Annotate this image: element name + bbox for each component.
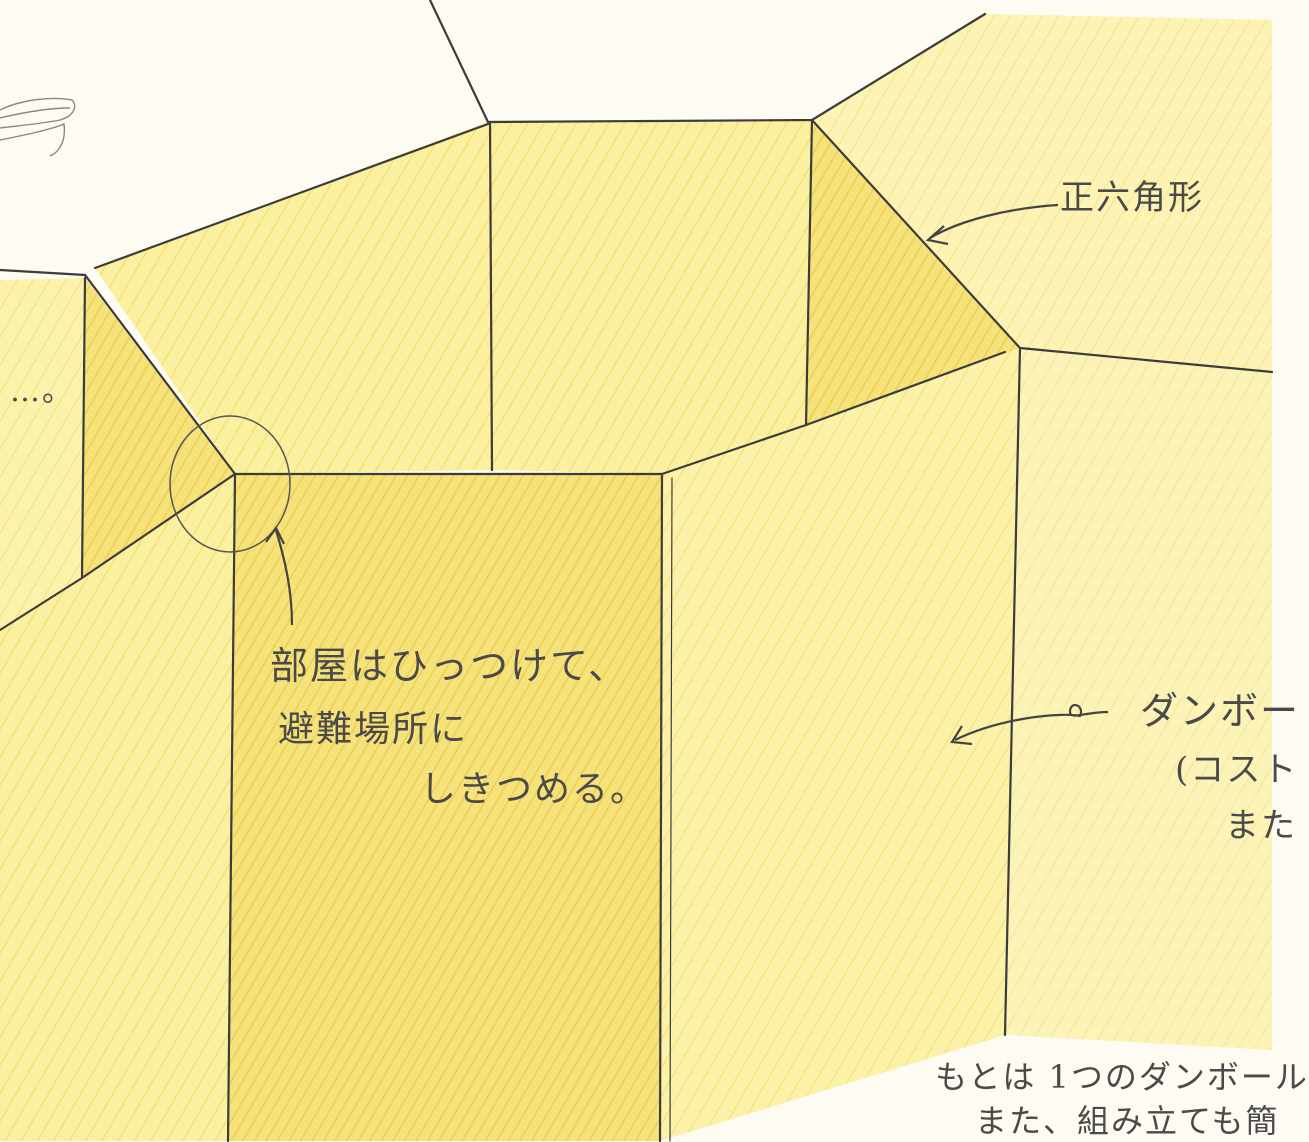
bottom-note-line1: もとは 1つのダンボール bbox=[935, 1058, 1309, 1096]
front-left-panel bbox=[0, 474, 235, 1141]
right-outer-panel bbox=[1005, 348, 1272, 1050]
left-note-fragment: …。 bbox=[10, 374, 74, 409]
cardboard-arrowhead bbox=[950, 725, 973, 746]
left-outer-panel bbox=[0, 278, 85, 630]
joint-arrow bbox=[274, 529, 294, 626]
cardboard-note-line3: また bbox=[1225, 806, 1297, 846]
joint-circle bbox=[169, 415, 291, 553]
cardboard-note-line1: ダンボー bbox=[1140, 689, 1301, 733]
left-inner-wall bbox=[82, 278, 235, 578]
hexagon-rooms-sketch bbox=[0, 0, 1274, 1142]
pencil-outlines bbox=[0, 0, 1274, 1142]
back-wall-left bbox=[95, 122, 490, 474]
room-note-line2: 避難場所に bbox=[278, 709, 469, 750]
scribble-object bbox=[0, 97, 76, 157]
cardboard-note-line2: (コスト bbox=[1175, 750, 1299, 790]
bottom-note-line2: また、組み立ても簡 bbox=[975, 1102, 1280, 1140]
joint-arrowhead bbox=[265, 525, 285, 545]
back-wall-center bbox=[488, 120, 812, 474]
front-center-panel bbox=[228, 474, 662, 1141]
hexagon-label: 正六角形 bbox=[1060, 178, 1204, 218]
hexagon-arrowhead bbox=[925, 225, 949, 246]
upper-right-panel bbox=[812, 14, 1272, 372]
front-right-panel bbox=[660, 348, 1020, 1141]
room-note-line1: 部屋はひっつけて、 bbox=[270, 644, 629, 688]
room-note-line3: しきつめる。 bbox=[420, 769, 649, 810]
cardboard-arrow bbox=[954, 703, 1109, 741]
back-wall-right bbox=[806, 120, 1020, 425]
hexagon-arrow bbox=[929, 203, 1059, 239]
